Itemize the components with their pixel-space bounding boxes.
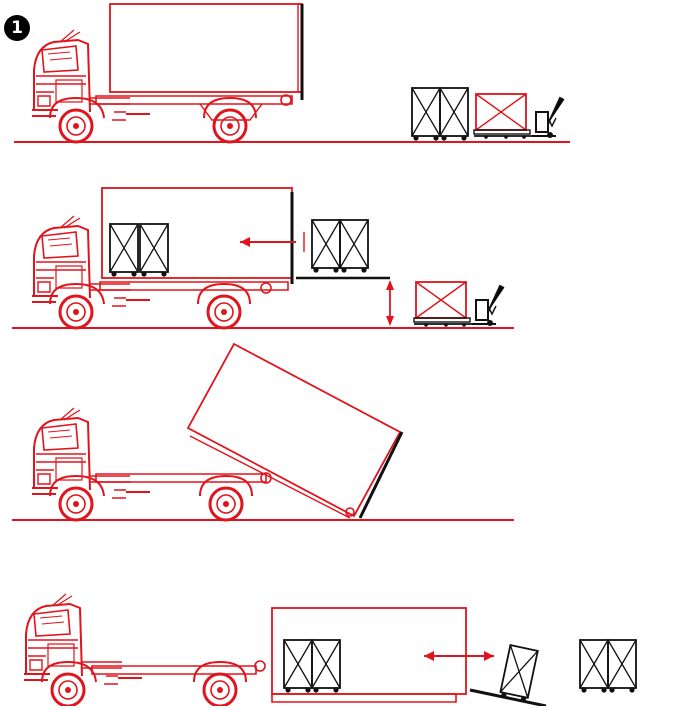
scene-1-truck-with-body — [14, 3, 570, 144]
scene-4-body-on-ground — [22, 592, 637, 708]
scene-3-tipping-body — [12, 342, 514, 522]
step-number-badge: 1 — [4, 15, 30, 41]
scene-2-loading-from-dock — [12, 187, 514, 330]
